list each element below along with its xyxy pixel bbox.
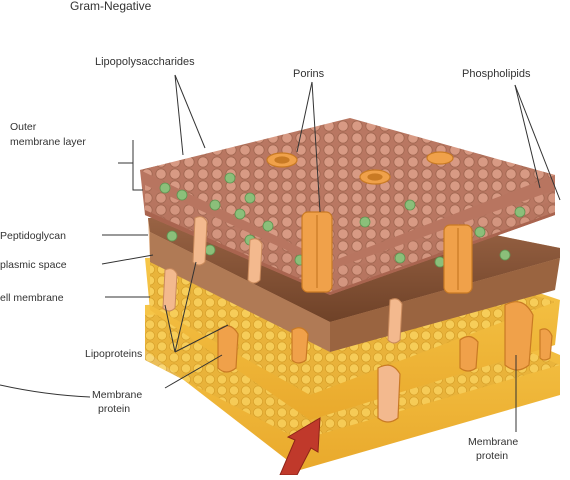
label-outer-membrane-2: membrane layer xyxy=(10,136,86,148)
label-peptidoglycan: Peptidoglycan xyxy=(0,230,66,242)
label-membrane-protein-left-1: Membrane xyxy=(92,389,142,401)
header-fragment: Gram-Negative xyxy=(70,0,152,13)
label-lipoproteins: Lipoproteins xyxy=(85,348,142,360)
label-periplasmic-space: plasmic space xyxy=(0,259,67,271)
label-outer-membrane-1: Outer xyxy=(10,121,37,133)
label-membrane-protein-left-2: protein xyxy=(98,403,130,415)
label-cell-membrane: ell membrane xyxy=(0,292,64,304)
label-lipopolysaccharides: Lipopolysaccharides xyxy=(95,56,195,68)
label-porins: Porins xyxy=(293,68,325,80)
label-membrane-protein-right-1: Membrane xyxy=(468,436,518,448)
label-membrane-protein-right-2: protein xyxy=(476,450,508,462)
label-phospholipids: Phospholipids xyxy=(462,68,531,80)
